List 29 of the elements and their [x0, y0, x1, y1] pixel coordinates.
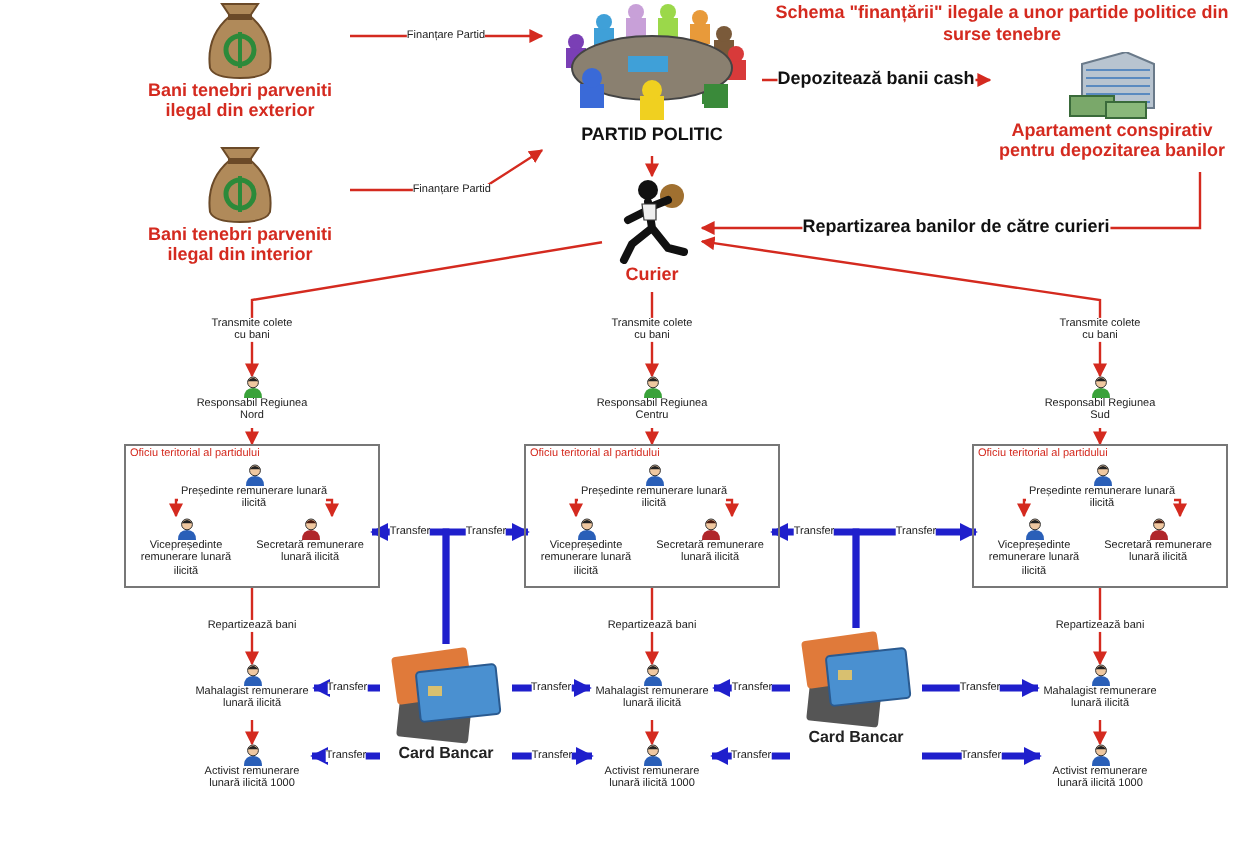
office-group-box [972, 444, 1228, 588]
arrow [725, 498, 739, 518]
node-label: Card Bancar [808, 728, 904, 747]
arrow [1173, 498, 1187, 518]
office-group-box [524, 444, 780, 588]
edge-label: Depozitează banii cash [777, 70, 975, 90]
arrow [325, 498, 339, 518]
arrow [700, 236, 1107, 378]
arrow [645, 720, 659, 746]
node-label: Bani tenebri parveniti ilegal din exterior [145, 80, 335, 122]
node-label: Bani tenebri parveniti ilegal din interior [145, 224, 335, 266]
node-label: Curier [625, 264, 679, 285]
arrow [245, 428, 259, 446]
arrow [1093, 428, 1107, 446]
arrow [645, 428, 659, 446]
node-label: Card Bancar [398, 744, 494, 763]
arrow [922, 679, 1040, 697]
arrow [245, 720, 259, 746]
arrow [645, 156, 659, 178]
node-label: Apartament conspirativ pentru depozitarea banilor [996, 120, 1227, 162]
office-group-box [124, 444, 380, 588]
arrow [1017, 498, 1031, 518]
edge-label: Repartizarea banilor de către curieri [802, 218, 1110, 238]
node-label: PARTID POLITIC [581, 124, 723, 145]
arrow [245, 241, 603, 378]
arrow [569, 498, 583, 518]
arrow [1093, 720, 1107, 746]
arrow [169, 498, 183, 518]
diagram-title: Schema "finanțării" ilegale a unor partide politice din surse tenebre [773, 2, 1231, 46]
